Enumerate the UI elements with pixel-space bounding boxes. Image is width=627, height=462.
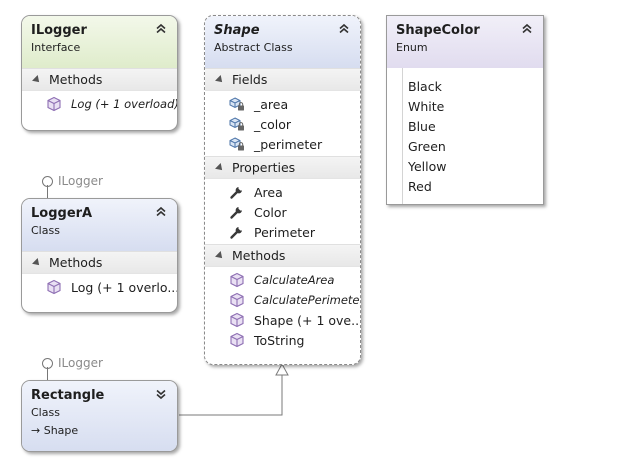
private-field-icon (229, 96, 245, 112)
field-label: _area (254, 96, 289, 112)
method-label: Log (+ 1 overlo... (71, 279, 178, 295)
base-class-label: Shape (43, 424, 79, 437)
enum-value[interactable]: Red (408, 179, 432, 194)
method-label: ToString (254, 332, 305, 348)
rectangle-title: Rectangle (31, 388, 105, 403)
method-icon (229, 292, 245, 308)
loggera-class-box[interactable]: LoggerA Class Methods Log (+ 1 overlo... (21, 198, 178, 313)
field-row[interactable]: _perimeter (205, 134, 360, 154)
enum-values-list: Black White Blue Green Yellow Red (402, 68, 543, 204)
shapecolor-header: ShapeColor Enum (387, 16, 543, 68)
wrench-icon (229, 224, 245, 240)
property-row[interactable]: Perimeter (205, 222, 360, 242)
rectangle-header: Rectangle Class → Shape (22, 381, 177, 451)
wrench-icon (229, 184, 245, 200)
method-icon (229, 272, 245, 288)
loggera-kind: Class (31, 224, 60, 237)
interface-label: ILogger (58, 356, 103, 370)
method-row[interactable]: Shape (+ 1 ove... (205, 310, 360, 330)
private-field-icon (229, 116, 245, 132)
section-label: Methods (232, 248, 286, 263)
shape-class-box[interactable]: Shape Abstract Class Fields _area _color… (204, 15, 361, 365)
method-row[interactable]: ToString (205, 330, 360, 350)
ilogger-header: ILogger Interface (22, 16, 177, 68)
section-label: Methods (49, 255, 103, 270)
enum-value[interactable]: White (408, 99, 445, 114)
field-label: _perimeter (254, 136, 323, 152)
shape-fields-section[interactable]: Fields (205, 68, 360, 91)
section-label: Properties (232, 160, 296, 175)
method-label: CalculatePerimeter (254, 293, 361, 307)
base-class-row: → Shape (31, 424, 177, 438)
method-icon (46, 279, 62, 295)
ilogger-methods-section[interactable]: Methods (22, 68, 177, 91)
enum-value[interactable]: Black (408, 79, 442, 94)
method-label: Log (+ 1 overload) (71, 97, 178, 111)
ilogger-title: ILogger (31, 23, 87, 38)
enum-value[interactable]: Blue (408, 119, 436, 134)
enum-value[interactable]: Yellow (408, 159, 447, 174)
loggera-title: LoggerA (31, 206, 93, 221)
shape-title: Shape (214, 23, 260, 38)
field-row[interactable]: _color (205, 114, 360, 134)
loggera-methods-section[interactable]: Methods (22, 251, 177, 274)
method-row[interactable]: Log (+ 1 overload) (22, 94, 177, 114)
shape-methods-section[interactable]: Methods (205, 244, 360, 267)
property-row[interactable]: Color (205, 202, 360, 222)
collapse-chevron-icon[interactable] (337, 22, 351, 36)
property-label: Color (254, 204, 287, 220)
method-label: CalculateArea (254, 273, 335, 287)
expand-chevron-icon[interactable] (154, 387, 168, 401)
method-label: Shape (+ 1 ove... (254, 312, 361, 328)
property-row[interactable]: Area (205, 182, 360, 202)
collapse-chevron-icon[interactable] (520, 22, 534, 36)
shape-properties-section[interactable]: Properties (205, 156, 360, 179)
wrench-icon (229, 204, 245, 220)
ilogger-interface-box[interactable]: ILogger Interface Methods Log (+ 1 overl… (21, 15, 178, 131)
property-label: Area (254, 184, 283, 200)
expand-triangle-icon[interactable] (215, 74, 225, 85)
section-label: Methods (49, 72, 103, 87)
collapse-chevron-icon[interactable] (154, 205, 168, 219)
method-icon (229, 332, 245, 348)
section-label: Fields (232, 72, 268, 87)
interface-label: ILogger (58, 174, 103, 188)
expand-triangle-icon[interactable] (215, 250, 225, 261)
rectangle-class-box[interactable]: Rectangle Class → Shape (21, 380, 178, 452)
enum-value[interactable]: Green (408, 139, 446, 154)
method-row[interactable]: CalculatePerimeter (205, 290, 360, 310)
shapecolor-enum-box[interactable]: ShapeColor Enum Black White Blue Green Y… (386, 15, 544, 205)
collapse-chevron-icon[interactable] (154, 22, 168, 36)
inherits-arrow-icon: → (31, 424, 41, 437)
shape-kind: Abstract Class (214, 41, 293, 54)
shapecolor-kind: Enum (396, 41, 428, 54)
expand-triangle-icon[interactable] (215, 162, 225, 173)
field-row[interactable]: _area (205, 94, 360, 114)
private-field-icon (229, 136, 245, 152)
ilogger-kind: Interface (31, 41, 81, 54)
rectangle-kind: Class (31, 406, 60, 419)
expand-triangle-icon[interactable] (32, 257, 42, 268)
expand-triangle-icon[interactable] (32, 74, 42, 85)
loggera-interface-lollipop: ILogger (42, 174, 103, 199)
method-icon (46, 96, 62, 112)
field-label: _color (254, 116, 292, 132)
method-icon (229, 312, 245, 328)
loggera-header: LoggerA Class (22, 199, 177, 251)
shapecolor-title: ShapeColor (396, 23, 480, 38)
method-row[interactable]: Log (+ 1 overlo... (22, 277, 177, 297)
property-label: Perimeter (254, 224, 315, 240)
method-row[interactable]: CalculateArea (205, 270, 360, 290)
rectangle-interface-lollipop: ILogger (42, 356, 103, 381)
shape-header: Shape Abstract Class (205, 16, 360, 68)
